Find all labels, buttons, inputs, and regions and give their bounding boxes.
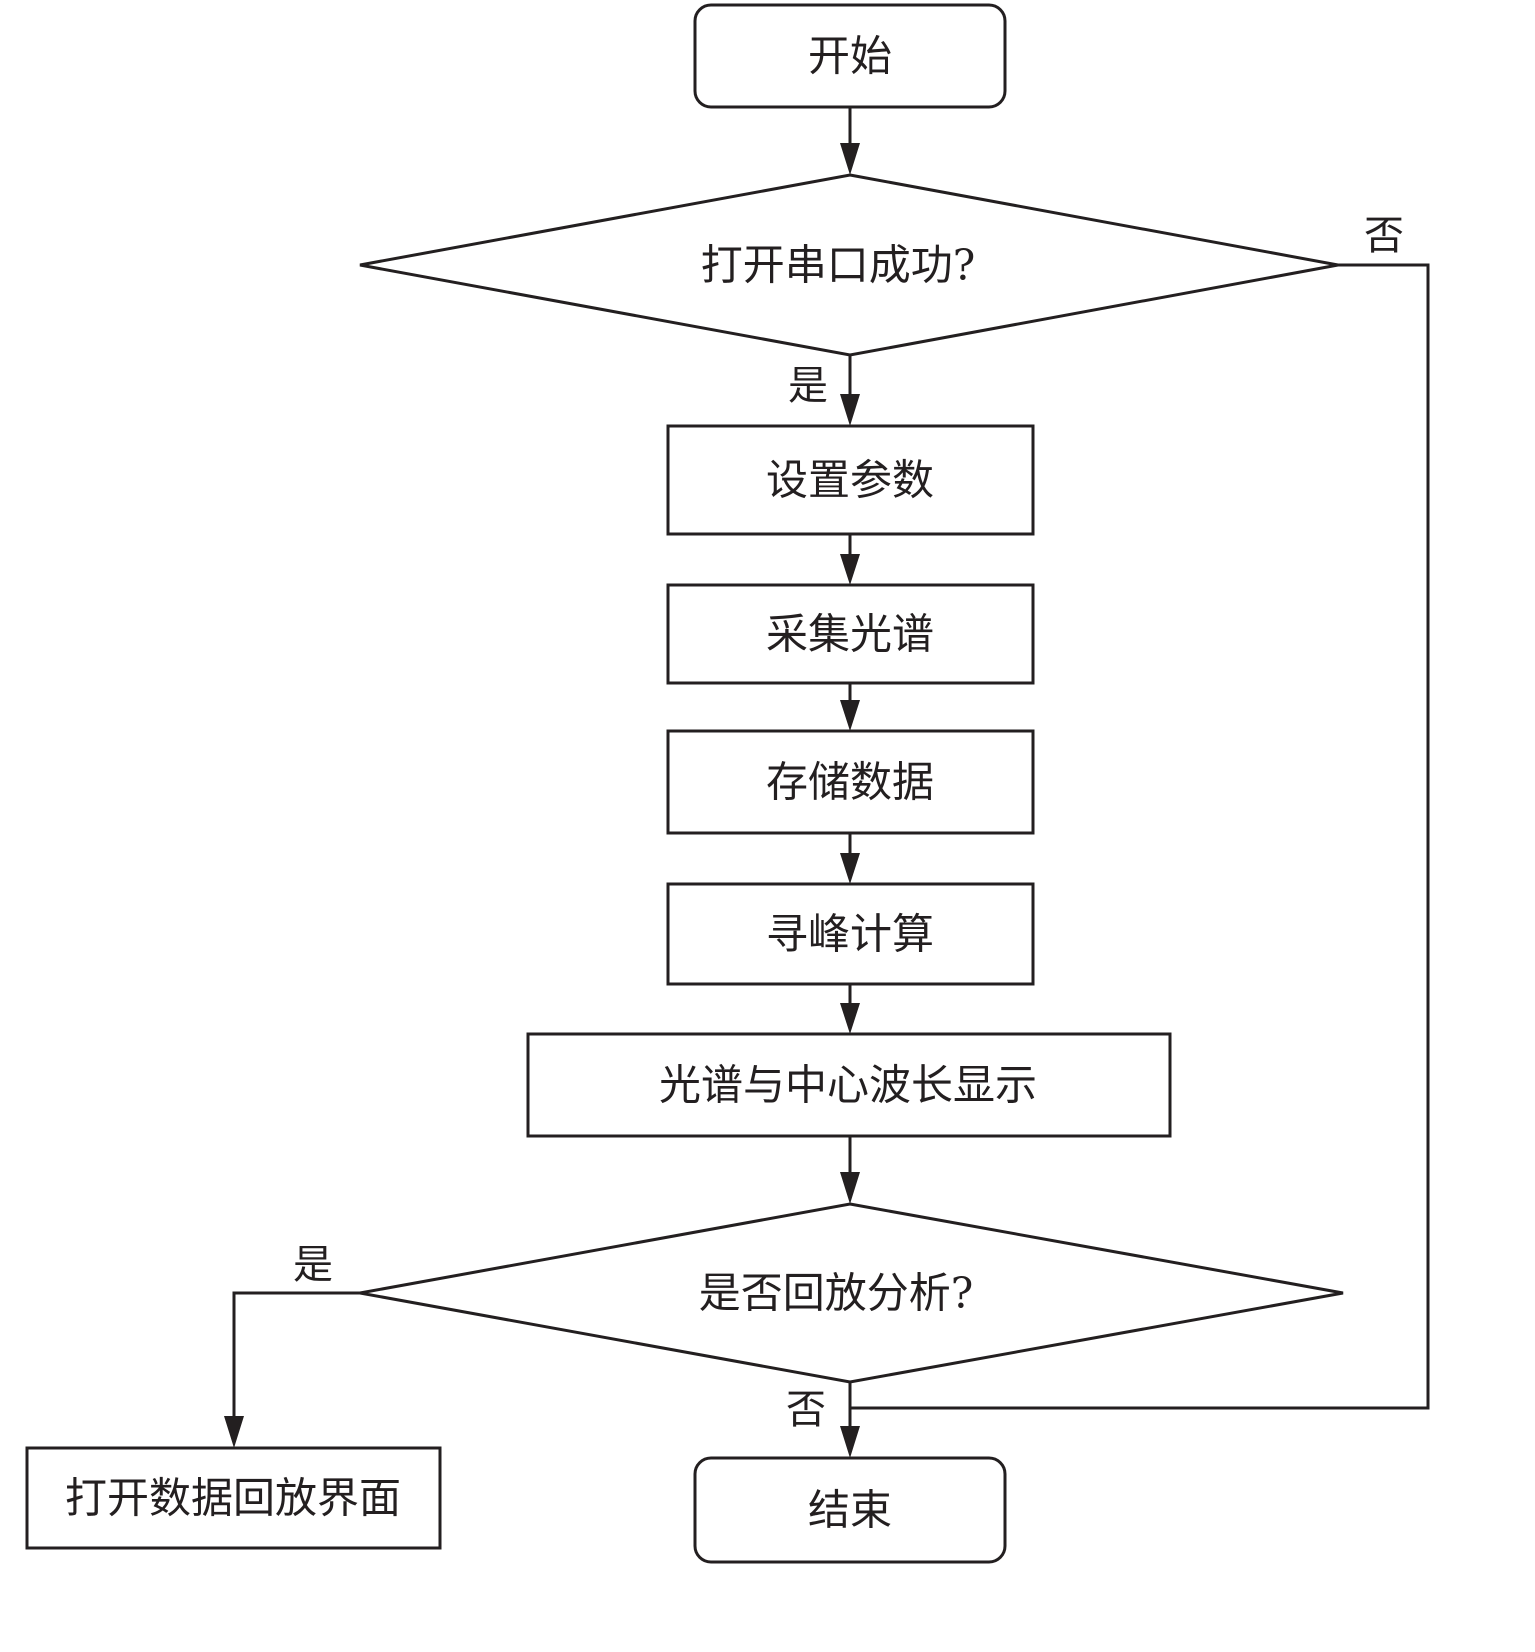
node-start: 开始 xyxy=(693,3,1007,109)
arrowhead-icon xyxy=(224,1416,244,1448)
set-params-label: 设置参数 xyxy=(766,456,934,505)
display-box xyxy=(526,1032,1172,1138)
edge-collect-to-store xyxy=(840,683,860,731)
edge-playback-yes: 是 xyxy=(224,1242,360,1448)
display-label: 光谱与中心波长显示 xyxy=(659,1061,1037,1110)
node-open-port-decision: 打开串口成功? xyxy=(359,173,1339,357)
node-playback-decision: 是否回放分析? xyxy=(359,1202,1344,1384)
arrowhead-icon xyxy=(840,1003,860,1034)
open-port-yes-label: 是 xyxy=(788,363,828,409)
edge-playback-no: 否 xyxy=(786,1382,860,1458)
edge-display-to-playback xyxy=(840,1136,860,1204)
edge-line xyxy=(232,1291,360,1418)
end-label: 结束 xyxy=(808,1486,892,1535)
peak-calc-box xyxy=(666,882,1035,986)
arrowhead-icon xyxy=(840,853,860,884)
edge-open-port-yes: 是 xyxy=(788,355,860,426)
edge-set-params-to-collect xyxy=(840,534,860,585)
playback-no-label: 否 xyxy=(786,1387,826,1433)
collect-spectrum-label: 采集光谱 xyxy=(766,610,934,659)
arrowhead-icon xyxy=(840,700,860,731)
playback-yes-label: 是 xyxy=(293,1242,333,1288)
set-params-box xyxy=(666,424,1035,536)
edge-peak-to-display xyxy=(840,984,860,1034)
open-playback-label: 打开数据回放界面 xyxy=(65,1474,401,1523)
node-collect-spectrum: 采集光谱 xyxy=(666,583,1035,685)
node-open-playback: 打开数据回放界面 xyxy=(25,1446,442,1550)
node-end: 结束 xyxy=(693,1456,1007,1564)
node-display: 光谱与中心波长显示 xyxy=(526,1032,1172,1138)
node-set-params: 设置参数 xyxy=(666,424,1035,536)
arrowhead-icon xyxy=(840,143,860,175)
node-store-data: 存储数据 xyxy=(666,729,1035,835)
open-port-label: 打开串口成功? xyxy=(701,241,976,290)
arrowhead-icon xyxy=(840,1172,860,1204)
peak-calc-label: 寻峰计算 xyxy=(766,910,934,959)
store-data-label: 存储数据 xyxy=(766,758,934,807)
playback-decision-label: 是否回放分析? xyxy=(699,1269,974,1318)
arrowhead-icon xyxy=(840,1426,860,1458)
open-playback-box xyxy=(25,1446,442,1550)
edge-line xyxy=(850,263,1430,1410)
edge-open-port-no: 否 xyxy=(850,213,1430,1410)
store-data-box xyxy=(666,729,1035,835)
edge-start-to-open-port xyxy=(840,107,860,175)
edge-store-to-peak xyxy=(840,833,860,884)
arrowhead-icon xyxy=(840,554,860,585)
open-port-no-label: 否 xyxy=(1364,213,1404,259)
arrowhead-icon xyxy=(840,394,860,426)
node-peak-calc: 寻峰计算 xyxy=(666,882,1035,986)
start-label: 开始 xyxy=(808,32,892,81)
